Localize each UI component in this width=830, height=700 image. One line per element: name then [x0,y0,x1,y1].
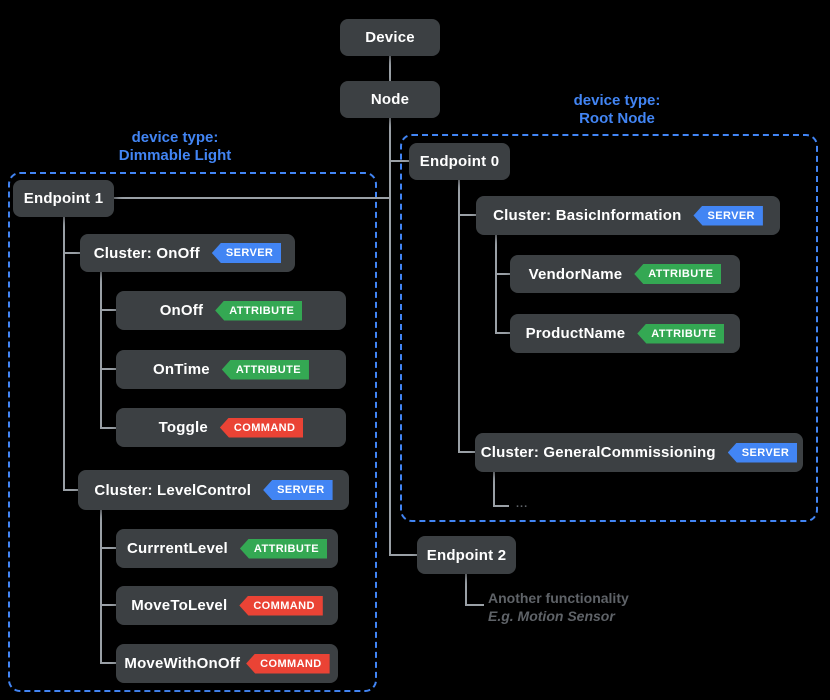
connector-cluster-onoff-stub [63,252,81,254]
cmd-movetolevel-box: MoveToLevel COMMAND [116,586,338,625]
attr-ontime-box: OnTime ATTRIBUTE [116,350,346,389]
connector-movewithonoff-stub [100,662,116,664]
region-label-root-node: device type: Root Node [497,92,737,128]
region-label-dimmable-light: device type: Dimmable Light [55,129,295,165]
connector-onoff-stub [100,309,116,311]
endpoint2-box: Endpoint 2 [417,536,516,574]
region-label-line2: Root Node [579,110,655,127]
cmd-movetolevel-label: MoveToLevel [131,597,228,614]
command-badge: COMMAND [246,653,330,674]
attribute-badge: ATTRIBUTE [637,323,725,344]
attribute-badge: ATTRIBUTE [215,300,303,321]
server-badge: SERVER [211,243,282,263]
node-label: Node [370,91,410,108]
attr-onoff-box: OnOff ATTRIBUTE [116,291,346,330]
device-label: Device [365,29,415,46]
cluster-basicinformation-label: Cluster: BasicInformation [493,207,682,224]
connector-ellipsis-down [493,472,495,507]
connector-movetolevel-stub [100,604,116,606]
connector-cluster-basicinformation-stub [458,214,476,216]
cluster-levelcontrol-box: Cluster: LevelControl SERVER [78,470,349,510]
cmd-movewithonoff-label: MoveWithOnOff [124,655,241,672]
server-badge: SERVER [727,442,798,463]
node-box: Node [340,81,440,118]
attribute-badge: ATTRIBUTE [239,538,328,559]
connector-currrentlevel-stub [100,547,116,549]
cluster-levelcontrol-label: Cluster: LevelControl [94,481,252,499]
cluster-generalcommissioning-label: Cluster: GeneralCommissioning [480,444,716,461]
connector-annotation-stub [465,604,484,606]
connector-vendorname-stub [495,273,510,275]
cluster-basicinformation-box: Cluster: BasicInformation SERVER [476,196,780,235]
connector-endpoint1-stub [114,197,391,199]
connector-cluster-basicinformation-down [495,235,497,334]
annotation-line2: E.g. Motion Sensor [488,608,615,624]
cmd-toggle-box: Toggle COMMAND [116,408,346,447]
attr-currrentlevel-label: CurrrentLevel [126,540,228,557]
connector-toggle-stub [100,427,116,429]
region-label-line2: Dimmable Light [118,147,232,164]
connector-endpoint2-stub [389,554,418,556]
attr-ontime-label: OnTime [153,361,210,378]
server-badge: SERVER [263,480,333,500]
endpoint1-label: Endpoint 1 [23,190,104,207]
connector-cluster-levelcontrol-stub [63,489,79,491]
connector-cluster-onoff-down [100,272,102,429]
annotation-line1: Another functionality [488,590,629,606]
endpoint1-box: Endpoint 1 [13,180,114,217]
attr-onoff-label: OnOff [159,302,204,319]
connector-device-node [389,56,391,82]
connector-trunk [389,118,391,556]
attribute-badge: ATTRIBUTE [221,359,309,380]
attr-currrentlevel-box: CurrrentLevel ATTRIBUTE [116,529,338,568]
connector-ellipsis-stub [493,505,509,507]
server-badge: SERVER [693,205,763,226]
endpoint0-box: Endpoint 0 [409,143,510,180]
connector-productname-stub [495,332,510,334]
connector-ontime-stub [100,368,116,370]
endpoint0-label: Endpoint 0 [419,153,500,170]
cluster-onoff-box: Cluster: OnOff SERVER [80,234,295,272]
endpoint2-annotation: Another functionality E.g. Motion Sensor [488,589,629,625]
device-box: Device [340,19,440,56]
connector-cluster-generalcommissioning-stub [458,451,475,453]
attr-productname-label: ProductName [525,325,626,342]
ellipsis-more-clusters: ... [516,498,529,510]
region-label-line1: device type: [131,129,219,146]
command-badge: COMMAND [239,595,323,616]
region-dimmable-light [8,172,377,692]
connector-endpoint1-down [63,217,65,491]
cmd-toggle-label: Toggle [158,419,208,436]
cluster-generalcommissioning-box: Cluster: GeneralCommissioning SERVER [475,433,803,472]
endpoint2-label: Endpoint 2 [426,546,507,564]
region-label-line1: device type: [573,92,661,109]
region-root-node [400,134,818,522]
attr-productname-box: ProductName ATTRIBUTE [510,314,740,353]
attr-vendorname-label: VendorName [528,265,623,283]
command-badge: COMMAND [219,417,304,438]
attr-vendorname-box: VendorName ATTRIBUTE [510,255,740,293]
attribute-badge: ATTRIBUTE [634,264,722,284]
connector-endpoint0-down [458,180,460,453]
connector-cluster-levelcontrol-down [100,510,102,664]
connector-endpoint2-down [465,574,467,606]
cmd-movewithonoff-box: MoveWithOnOff COMMAND [116,644,338,683]
connector-endpoint0-stub [389,160,411,162]
cluster-onoff-label: Cluster: OnOff [93,244,200,262]
